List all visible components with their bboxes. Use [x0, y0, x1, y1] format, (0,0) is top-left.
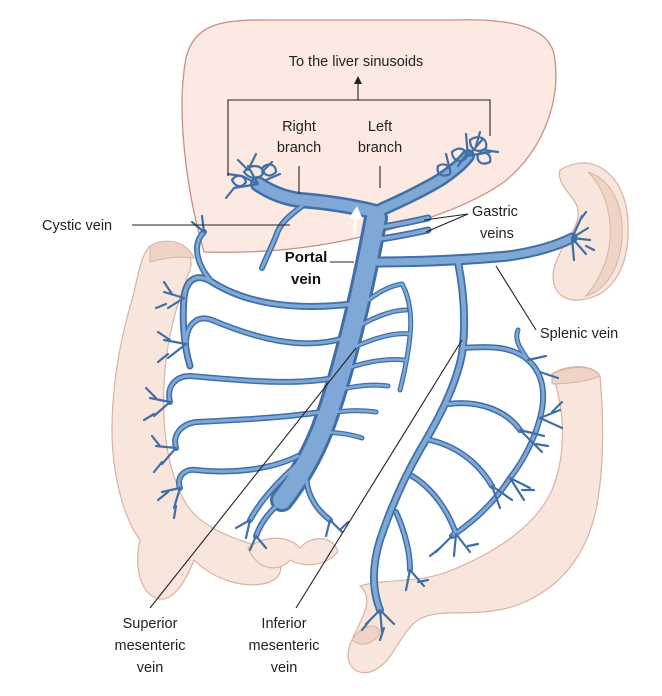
ascending-colon	[111, 242, 282, 600]
flow-arrow-icon	[349, 206, 363, 238]
splenic-vein-leader	[495, 265, 537, 331]
label-splenic-vein: Splenic vein	[540, 326, 618, 342]
label-left-branch-line1: Left	[368, 119, 392, 135]
label-inferior-mesenteric-line2: mesenteric	[249, 638, 320, 654]
sinusoid-bracket	[227, 76, 491, 176]
veins-inner	[167, 151, 576, 613]
label-inferior-mesenteric-line3: vein	[271, 660, 298, 676]
lower-intestine	[247, 537, 339, 569]
superior-mesenteric-leader	[149, 347, 357, 609]
arrow-up-icon	[354, 76, 362, 84]
label-gastric-veins-line1: Gastric	[472, 204, 518, 220]
label-superior-mesenteric-line2: mesenteric	[115, 638, 186, 654]
label-superior-mesenteric-line3: vein	[137, 660, 164, 676]
label-right-branch-line1: Right	[282, 119, 316, 135]
inferior-mesenteric-leader	[295, 339, 463, 609]
label-right-branch-line2: branch	[277, 140, 321, 156]
descending-colon-end	[551, 367, 601, 385]
label-inferior-mesenteric-line1: Inferior	[261, 616, 306, 632]
spleen-shading	[584, 171, 623, 297]
gastric-leader-1	[423, 213, 469, 221]
vein-twigs	[142, 130, 596, 642]
ascending-colon-end	[149, 240, 195, 263]
label-portal-vein-line2: vein	[291, 271, 321, 288]
label-superior-mesenteric-line1: Superior	[123, 616, 178, 632]
gastric-leader-2	[425, 213, 469, 233]
label-portal-vein-line1: Portal	[285, 249, 328, 266]
label-left-branch-line2: branch	[358, 140, 402, 156]
label-cystic-vein: Cystic vein	[42, 218, 112, 234]
label-liver-sinusoids: To the liver sinusoids	[289, 54, 424, 70]
descending-colon	[347, 366, 604, 674]
label-gastric-veins-line2: veins	[480, 226, 514, 242]
